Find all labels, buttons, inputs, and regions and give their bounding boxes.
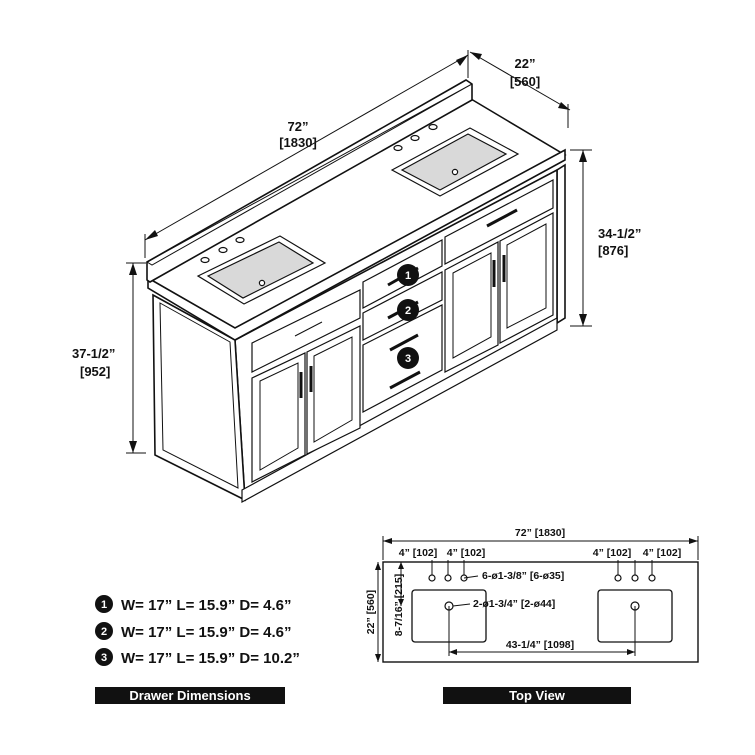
dimension-total-height: 37-1/2” [952] [72, 262, 146, 454]
svg-text:43-1/4” [1098]: 43-1/4” [1098] [506, 639, 574, 651]
svg-text:W= 17” L= 15.9” D= 4.6”: W= 17” L= 15.9” D= 4.6” [121, 597, 292, 614]
left-sink [196, 235, 327, 305]
vanity-isometric: 1 2 3 [145, 79, 567, 504]
svg-text:1: 1 [405, 270, 411, 282]
svg-text:22” [560]: 22” [560] [365, 590, 377, 634]
dimension-counter-height: 34-1/2” [876] [570, 149, 641, 327]
svg-text:[560]: [560] [510, 74, 540, 89]
top-view-banner: Top View [443, 687, 631, 704]
countertop-edge [147, 148, 566, 341]
right-cabinet [444, 179, 554, 373]
drawer-spec-3: 3 W= 17” L= 15.9” D= 10.2” [95, 648, 300, 667]
top-view-depth: 22” [560] [365, 562, 381, 662]
left-faucet-holes [428, 574, 468, 582]
svg-text:34-1/2”: 34-1/2” [598, 226, 641, 241]
right-sink [390, 123, 520, 197]
left-cabinet [251, 289, 361, 483]
svg-text:72”: 72” [288, 119, 309, 134]
drawer-dimensions: 1 W= 17” L= 15.9” D= 4.6” 2 W= 17” L= 15… [95, 595, 300, 704]
top-view-side-offset: 8-7/16” [215] [393, 562, 405, 636]
svg-text:6-ø1-3/8” [6-ø35]: 6-ø1-3/8” [6-ø35] [482, 570, 564, 582]
svg-text:W= 17” L= 15.9” D= 10.2”: W= 17” L= 15.9” D= 10.2” [121, 650, 300, 667]
svg-text:2: 2 [101, 626, 107, 638]
svg-text:[952]: [952] [80, 364, 110, 379]
svg-text:4” [102]: 4” [102] [643, 547, 682, 559]
vanity-right-side [556, 163, 566, 325]
drawer-spec-2: 2 W= 17” L= 15.9” D= 4.6” [95, 622, 292, 641]
svg-text:1: 1 [101, 599, 107, 611]
svg-text:[1830]: [1830] [279, 135, 317, 150]
svg-text:8-7/16” [215]: 8-7/16” [215] [393, 574, 405, 636]
drawer-spec-1: 1 W= 17” L= 15.9” D= 4.6” [95, 595, 292, 614]
svg-text:22”: 22” [515, 56, 536, 71]
drawer-badge-1: 1 [397, 264, 419, 286]
svg-text:Drawer Dimensions: Drawer Dimensions [129, 688, 250, 703]
top-view-center-distance: 43-1/4” [1098] [448, 606, 636, 656]
svg-text:3: 3 [405, 353, 411, 365]
drawer-badge-2: 2 [397, 299, 419, 321]
svg-text:37-1/2”: 37-1/2” [72, 346, 115, 361]
dimension-depth: 22” [560] [469, 51, 571, 128]
drawer-badge-3: 3 [397, 347, 419, 369]
drawer-dimensions-banner: Drawer Dimensions [95, 687, 285, 704]
svg-text:Top View: Top View [509, 688, 566, 703]
svg-text:4” [102]: 4” [102] [399, 547, 438, 559]
top-view: 72” [1830] 22” [560] 8-7/16” [215] 4” [1… [365, 527, 699, 704]
svg-text:2: 2 [405, 305, 411, 317]
svg-text:4” [102]: 4” [102] [593, 547, 632, 559]
svg-text:72” [1830]: 72” [1830] [515, 527, 565, 539]
top-view-width: 72” [1830] [382, 527, 699, 560]
svg-text:[876]: [876] [598, 243, 628, 258]
right-faucet-holes [614, 574, 656, 582]
svg-text:4” [102]: 4” [102] [447, 547, 486, 559]
svg-text:2-ø1-3/4” [2-ø44]: 2-ø1-3/4” [2-ø44] [473, 598, 555, 610]
dimension-width: 72” [1830] [144, 50, 469, 258]
vanity-base [241, 316, 558, 504]
svg-text:3: 3 [101, 652, 107, 664]
svg-text:W= 17” L= 15.9” D= 4.6”: W= 17” L= 15.9” D= 4.6” [121, 624, 292, 641]
